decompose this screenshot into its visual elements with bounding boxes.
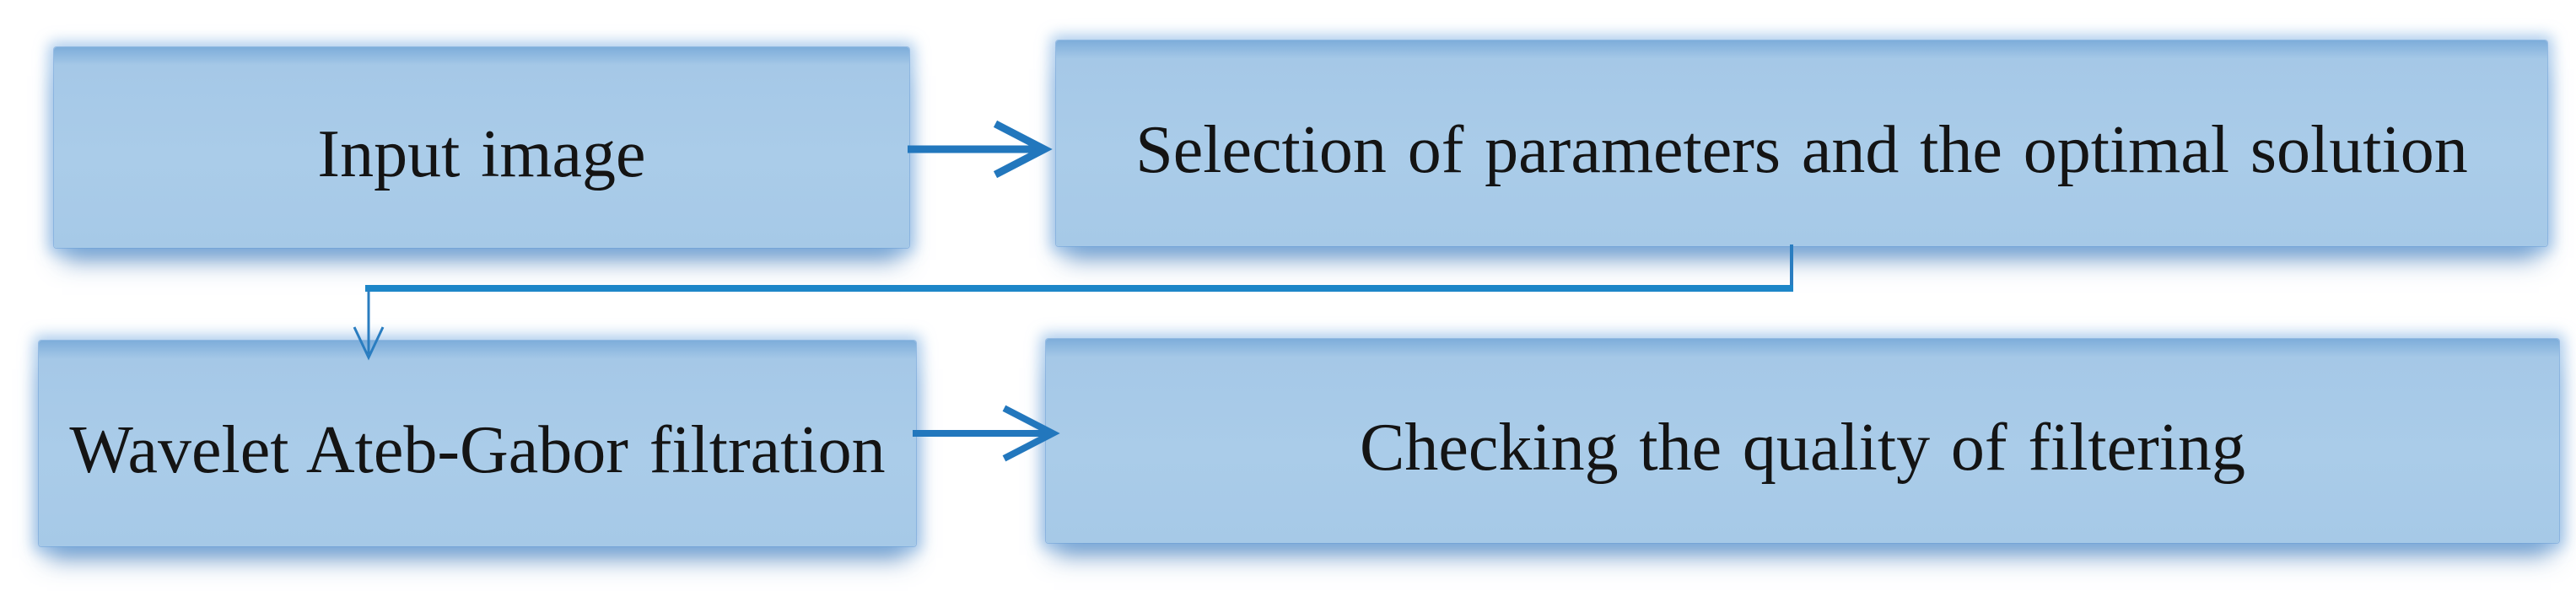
node-label-input-image: Input image — [317, 116, 646, 191]
flowchart-node-filtration: Wavelet Ateb-Gabor filtration — [39, 341, 916, 546]
flowchart-node-selection: Selection of parameters and the optimal … — [1056, 40, 2547, 246]
flowchart-node-quality-check: Checking the quality of filtering — [1046, 339, 2559, 543]
arrow-right-head-icon — [993, 120, 1053, 179]
connector-input-to-selection — [908, 120, 1053, 179]
node-label-quality-check: Checking the quality of filtering — [1359, 410, 2246, 485]
node-label-selection: Selection of parameters and the optimal … — [1135, 112, 2468, 187]
connector-filtration-to-quality — [913, 405, 1060, 462]
node-label-filtration: Wavelet Ateb-Gabor filtration — [69, 412, 886, 487]
flowchart-node-input-image: Input image — [54, 47, 909, 248]
